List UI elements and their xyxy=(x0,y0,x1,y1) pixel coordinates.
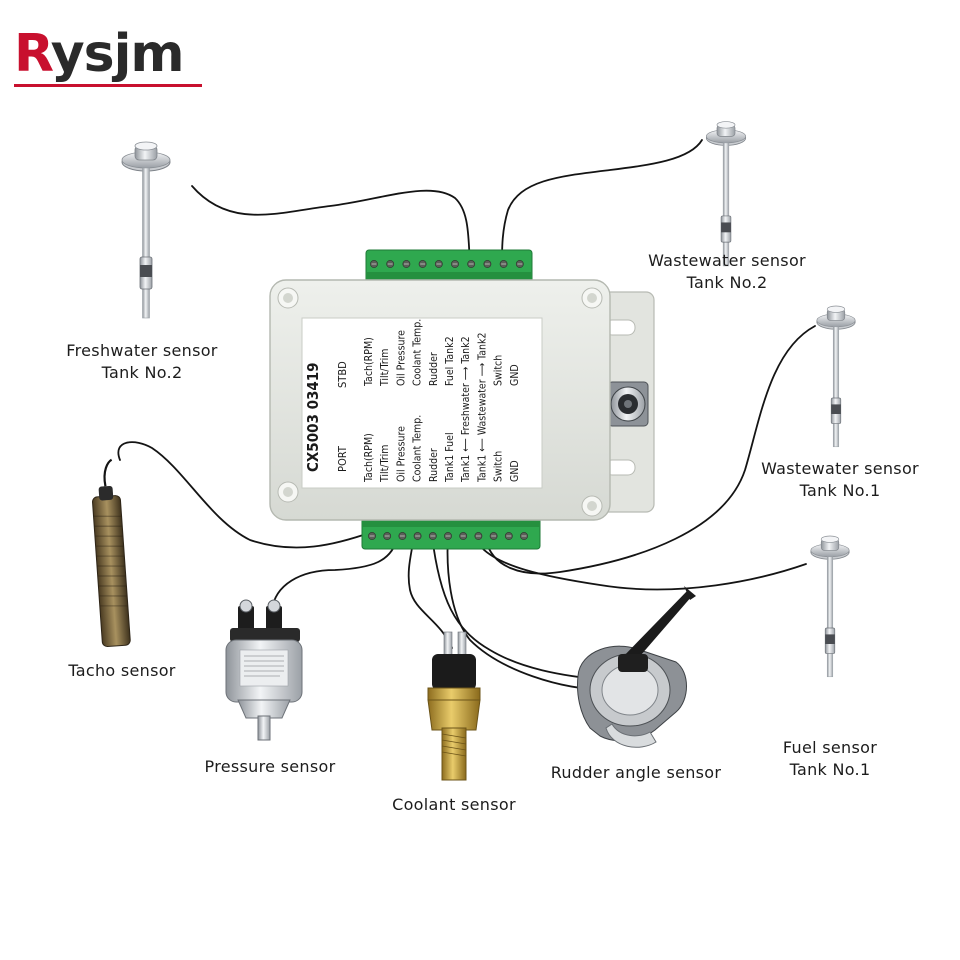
wire-wastewater-tank1 xyxy=(485,325,816,575)
wastewater-tank1-label-line2: Tank No.1 xyxy=(799,481,881,500)
module-port-label: Tach(RPM) xyxy=(363,433,375,483)
m12-connector xyxy=(607,381,649,427)
terminal-screw xyxy=(418,259,427,269)
brand-logo-text: Rysjm xyxy=(14,24,185,84)
module-stbd-heading: STBD xyxy=(336,361,349,388)
fuel-tank1-label-line2: Tank No.1 xyxy=(789,760,871,779)
wire-rudder xyxy=(431,535,607,681)
module-stbd-label: Oil Pressure xyxy=(395,330,407,386)
tacho-label: Tacho sensor xyxy=(54,660,190,682)
freshwater-tank2-label-line1: Freshwater sensor xyxy=(66,341,218,360)
terminal-screw xyxy=(367,532,377,540)
wire-wastewater-tank2 xyxy=(501,139,703,263)
rudder-label: Rudder angle sensor xyxy=(536,762,736,784)
module-port-label: Tank1 ⟵ Freshwater ⟶ Tank2 xyxy=(460,336,472,483)
wastewater-tank2-label-line2: Tank No.2 xyxy=(686,273,768,292)
module-stbd-label: Tach(RPM) xyxy=(363,337,375,387)
terminal-screw xyxy=(434,259,443,269)
terminal-screw xyxy=(515,259,524,269)
module-stbd-label: Switch xyxy=(493,355,505,386)
brand-logo-underline xyxy=(14,84,202,87)
terminal-screw xyxy=(459,532,468,540)
tacho-sensor xyxy=(92,458,131,647)
rudder-label-line1: Rudder angle sensor xyxy=(550,763,722,782)
top-terminal-block xyxy=(365,249,533,285)
module-port-label: Rudder xyxy=(428,448,440,482)
module-stbd-label: GND xyxy=(509,364,521,386)
pressure-label-line1: Pressure sensor xyxy=(204,757,336,776)
terminal-screw xyxy=(504,532,513,540)
terminal-screw xyxy=(520,532,528,540)
pressure-sensor xyxy=(225,599,303,741)
wastewater-tank2-label-line1: Wastewater sensor xyxy=(648,251,806,270)
terminal-screw xyxy=(428,532,437,540)
terminal-screw xyxy=(369,259,379,269)
terminal-screw xyxy=(383,532,392,540)
module-port-label: Tank1 ⟵ Wastewater ⟶ Tank2 xyxy=(476,333,488,483)
terminal-screw xyxy=(398,532,407,540)
module-model: CX5003 03419 xyxy=(304,362,322,472)
terminal-screw xyxy=(402,259,411,269)
fuel-tank1-label: Fuel sensor Tank No.1 xyxy=(762,737,898,781)
rudder-angle-sensor xyxy=(577,586,696,748)
pressure-label: Pressure sensor xyxy=(190,756,350,778)
fuel-tank1-label-line1: Fuel sensor xyxy=(782,738,878,757)
terminal-screw xyxy=(483,259,492,269)
module-port-label: Switch xyxy=(493,451,505,482)
terminal-screw xyxy=(413,532,422,540)
wire-tacho xyxy=(117,441,373,549)
module-port-label: Tilt/Trim xyxy=(379,444,391,483)
terminal-screw xyxy=(443,532,453,540)
fuel-tank1-sensor xyxy=(810,535,850,678)
wastewater-tank2-sensor xyxy=(705,121,747,267)
module-port-label: GND xyxy=(509,460,521,482)
freshwater-tank2-label-line2: Tank No.2 xyxy=(101,363,183,382)
module-port-label: Coolant Temp. xyxy=(412,415,424,482)
module-stbd-label: Coolant Temp. xyxy=(412,319,424,386)
wastewater-tank2-label: Wastewater sensor Tank No.2 xyxy=(636,250,818,294)
wastewater-tank1-sensor xyxy=(816,305,856,448)
module-port-heading: PORT xyxy=(336,445,349,472)
terminal-screw xyxy=(474,532,483,540)
wire-freshwater-tank2 xyxy=(191,185,471,263)
terminal-screw xyxy=(499,259,508,269)
wire-coolant xyxy=(407,535,453,649)
coolant-label-line1: Coolant sensor xyxy=(392,795,516,814)
module-port-label: Tank1 Fuel xyxy=(444,432,456,483)
wire-pressure xyxy=(271,535,399,611)
module-label-sticker xyxy=(301,317,543,489)
wastewater-tank1-label-line1: Wastewater sensor xyxy=(761,459,919,478)
terminal-screw xyxy=(386,259,395,269)
freshwater-tank2-sensor xyxy=(121,141,171,319)
brand-logo: Rysjm xyxy=(14,22,204,88)
terminal-screw xyxy=(450,259,460,269)
terminal-screw xyxy=(489,532,498,540)
wire-rudder-2 xyxy=(446,535,611,691)
module-stbd-label: Fuel Tank2 xyxy=(444,336,456,386)
freshwater-tank2-label: Freshwater sensor Tank No.2 xyxy=(56,340,228,384)
module-stbd-label: Tilt/Trim xyxy=(379,348,391,387)
module-stbd-label: Rudder xyxy=(428,352,440,386)
module-port-label: Oil Pressure xyxy=(395,426,407,482)
tacho-label-line1: Tacho sensor xyxy=(68,661,176,680)
terminal-screw xyxy=(467,259,476,269)
wastewater-tank1-label: Wastewater sensor Tank No.1 xyxy=(748,458,932,502)
coolant-label: Coolant sensor xyxy=(380,794,528,816)
coolant-sensor xyxy=(427,631,481,781)
